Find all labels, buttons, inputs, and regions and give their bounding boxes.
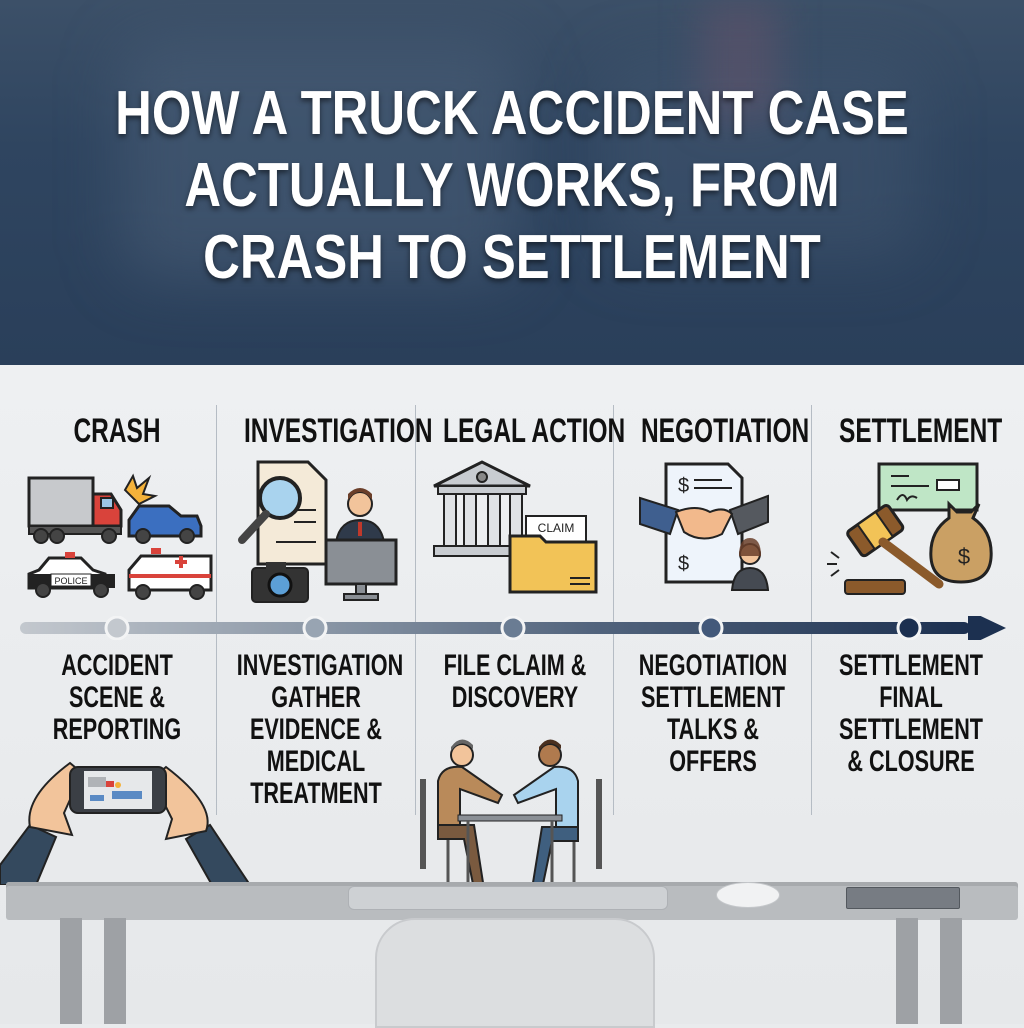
handshake-icon xyxy=(639,494,769,540)
notebook xyxy=(846,887,960,909)
timeline-node xyxy=(896,616,922,640)
svg-text:$: $ xyxy=(678,553,689,575)
stage-title: CRASH xyxy=(73,412,161,450)
left-sleeve xyxy=(0,823,58,885)
desc-line: FINAL xyxy=(879,681,943,714)
person-right xyxy=(512,765,579,828)
stage-description: INVESTIGATION GATHER EVIDENCE & MEDICAL … xyxy=(236,649,404,810)
stage-divider xyxy=(415,405,416,815)
svg-text:POLICE: POLICE xyxy=(54,576,87,586)
money-bag-icon: $ xyxy=(929,500,993,584)
ambulance-icon xyxy=(127,548,213,600)
computer-icon xyxy=(324,538,398,601)
stage-title: INVESTIGATION xyxy=(244,412,433,450)
timeline-arrow xyxy=(20,616,1006,640)
truck-icon xyxy=(27,476,123,544)
hero-bg-blur xyxy=(120,40,520,280)
stage-description: FILE CLAIM & DISCOVERY xyxy=(436,650,594,714)
desc-line: INVESTIGATION xyxy=(236,649,404,682)
desc-line: ACCIDENT xyxy=(61,649,173,682)
timeline-node xyxy=(302,616,328,640)
handshake-meeting-illustration xyxy=(420,739,602,895)
desk-leg xyxy=(940,918,962,1024)
desc-line: DISCOVERY xyxy=(451,681,579,714)
chair-back xyxy=(420,779,426,869)
desc-line: OFFERS xyxy=(669,745,757,778)
stage-title: LEGAL ACTION xyxy=(443,412,626,450)
check-icon xyxy=(877,462,979,512)
negotiation-icons: $ $ xyxy=(639,462,770,591)
phone-screen xyxy=(84,771,152,809)
hero-banner: HOW A TRUCK ACCIDENT CASE ACTUALLY WORKS… xyxy=(0,0,1024,365)
svg-text:CLAIM: CLAIM xyxy=(538,521,575,535)
stage-title: SETTLEMENT xyxy=(839,412,1003,450)
svg-text:$: $ xyxy=(958,544,970,569)
person-left xyxy=(437,765,504,826)
timeline-bar xyxy=(20,622,970,634)
stage-description: NEGOTIATION SETTLEMENT TALKS & OFFERS xyxy=(634,650,792,778)
right-sleeve xyxy=(184,823,250,885)
desc-line: SETTLEMENT xyxy=(839,713,983,746)
claim-folder-icon: CLAIM xyxy=(508,515,598,594)
stage-divider xyxy=(811,405,812,815)
desc-line: SCENE & xyxy=(68,681,166,714)
chair-back xyxy=(596,779,602,869)
laptop xyxy=(348,886,668,910)
desc-line: REPORTING xyxy=(52,713,182,746)
svg-text:$: $ xyxy=(678,475,689,497)
desc-line: FILE CLAIM & xyxy=(443,649,587,682)
person-head xyxy=(538,743,562,767)
desc-line: SETTLEMENT xyxy=(839,649,983,682)
page-title: HOW A TRUCK ACCIDENT CASE ACTUALLY WORKS… xyxy=(92,78,932,294)
desk-leg xyxy=(104,918,126,1024)
negotiator-icon xyxy=(730,538,770,591)
person-head xyxy=(450,743,474,767)
desc-line: TREATMENT xyxy=(250,777,382,810)
desk-leg xyxy=(60,918,82,1024)
desc-line: SETTLEMENT xyxy=(641,681,785,714)
investigator-icon xyxy=(334,488,386,543)
camera-icon xyxy=(251,562,309,603)
office-chair xyxy=(375,918,655,1028)
phone-photo-illustration xyxy=(0,761,250,885)
stage-divider xyxy=(613,405,614,815)
desc-line: MEDICAL xyxy=(266,745,366,778)
stage-description: ACCIDENT SCENE & REPORTING xyxy=(38,650,196,746)
desc-line: & CLOSURE xyxy=(847,745,975,778)
desc-line: NEGOTIATION xyxy=(638,649,788,682)
title-line: ACTUALLY WORKS, FROM xyxy=(184,151,840,220)
car-crash-icon xyxy=(123,473,203,544)
document-magnifier-icon xyxy=(238,460,328,566)
settlement-icons: $ xyxy=(827,462,993,595)
hero-bg-blur xyxy=(700,0,780,120)
hero-bg-blur xyxy=(600,60,920,260)
investigation-icons xyxy=(238,460,398,603)
title-line: CRASH TO SETTLEMENT xyxy=(203,223,821,292)
title-line: HOW A TRUCK ACCIDENT CASE xyxy=(115,79,909,148)
crash-scene-icon: POLICE xyxy=(27,473,213,600)
desc-line: GATHER xyxy=(271,681,361,714)
stage-description: SETTLEMENT FINAL SETTLEMENT & CLOSURE xyxy=(832,650,990,778)
stage-title: NEGOTIATION xyxy=(641,412,810,450)
timeline-node xyxy=(500,616,526,640)
stage-divider xyxy=(216,405,217,815)
gavel-icon xyxy=(827,504,944,595)
timeline-arrowhead xyxy=(968,616,1006,640)
police-car-icon: POLICE xyxy=(27,552,115,598)
timeline-node xyxy=(104,616,130,640)
mouse xyxy=(716,882,780,908)
desk-leg xyxy=(896,918,918,1024)
legal-icons: CLAIM xyxy=(433,460,598,594)
desc-line: TALKS & xyxy=(666,713,759,746)
timeline-node xyxy=(698,616,724,640)
desc-line: EVIDENCE & xyxy=(249,713,383,746)
meeting-table xyxy=(457,814,563,822)
